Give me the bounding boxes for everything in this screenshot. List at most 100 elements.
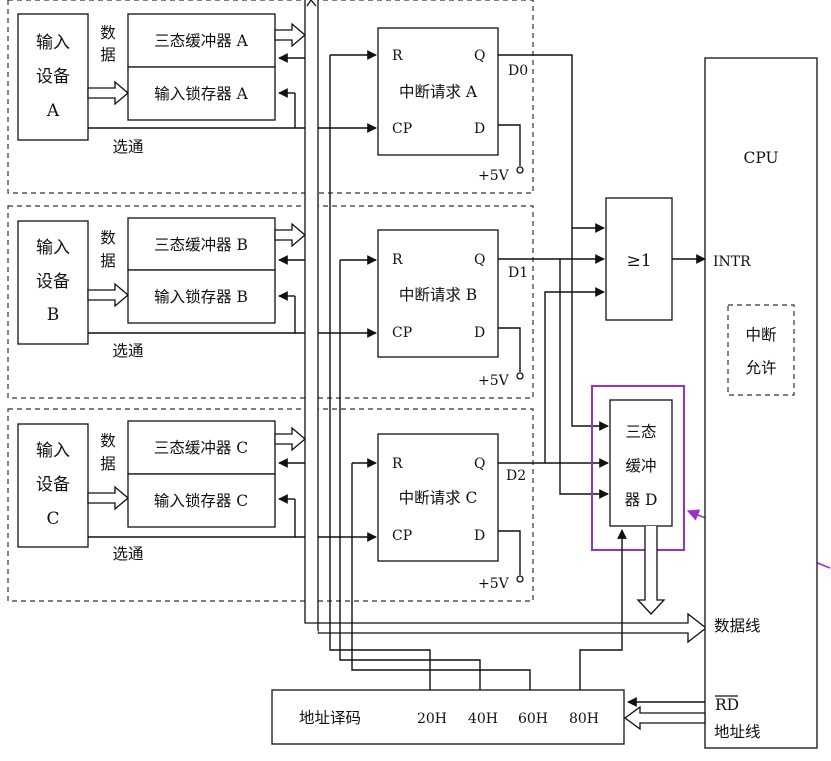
- data-label-c-1: 数: [100, 432, 116, 450]
- tristate-buffer-d: [609, 399, 673, 527]
- tristate-buffer-c: [127, 420, 276, 475]
- strobe-label-a: 选通: [112, 138, 144, 156]
- tristate-buffer-a-label: 三态缓冲器 A: [154, 32, 248, 50]
- decoder-port-40h: 40H: [468, 711, 498, 727]
- input-device-a: [17, 13, 89, 141]
- cpu-rd-label: RD: [715, 696, 739, 714]
- data-label-a-2: 据: [100, 46, 116, 64]
- bus-buffer-c-out: [274, 426, 307, 452]
- input-latch-c: [127, 473, 276, 528]
- cpu-title: CPU: [743, 149, 778, 167]
- address-decoder: [271, 689, 625, 745]
- buffer-d-line3: 器 D: [625, 491, 658, 509]
- bus-buffer-a-out: [274, 22, 307, 48]
- decoder-port-20h: 20H: [417, 711, 447, 727]
- device-b-line2: 设备: [36, 272, 70, 292]
- ff-b-pin-d: D: [474, 325, 485, 341]
- input-latch-b-label: 输入锁存器 B: [154, 288, 248, 306]
- vcc-terminal-a: [516, 166, 524, 174]
- ff-c-label: 中断请求 C: [399, 489, 478, 507]
- tristate-buffer-b: [127, 217, 276, 271]
- wire-decode-80h: [579, 529, 627, 690]
- cpu-data-bus-label: 数据线: [714, 617, 761, 635]
- buffer-d-line1: 三态: [625, 423, 656, 441]
- input-device-b: [17, 220, 89, 345]
- decoder-port-80h: 80H: [569, 711, 599, 727]
- input-device-c: [17, 423, 89, 548]
- vcc-label-a: +5V: [478, 168, 510, 184]
- cpu-addr-bus-label: 地址线: [714, 723, 761, 741]
- interrupt-ff-b: [377, 229, 499, 358]
- bus-top-arrow: [306, 0, 317, 7]
- interrupt-ff-a: [377, 27, 499, 156]
- tristate-buffer-b-label: 三态缓冲器 B: [154, 236, 248, 254]
- ff-b-label: 中断请求 B: [399, 286, 477, 304]
- input-latch-c-label: 输入锁存器 C: [154, 492, 248, 510]
- ff-c-pin-cp: CP: [392, 528, 412, 544]
- ff-b-pin-cp: CP: [392, 325, 412, 341]
- interrupt-enable-box: [727, 304, 795, 396]
- decoder-title: 地址译码: [299, 709, 361, 727]
- strobe-label-b: 选通: [112, 342, 144, 360]
- input-latch-a-label: 输入锁存器 A: [154, 85, 248, 103]
- bus-device-to-latch-b: [87, 282, 130, 308]
- device-a-line3: A: [46, 101, 60, 121]
- vcc-terminal-b: [516, 372, 524, 380]
- buffer-d-highlight: [591, 385, 685, 551]
- device-a-line1: 输入: [36, 33, 70, 53]
- interrupt-ff-c: [377, 433, 499, 562]
- port-label-d1: D1: [508, 265, 528, 281]
- port-label-d2: D2: [506, 468, 526, 484]
- wire-decode-60h: [351, 463, 531, 690]
- cpu-block: [704, 57, 818, 749]
- bus-buffer-d-to-data: [636, 526, 666, 615]
- bus-address-to-decoder: [623, 705, 706, 731]
- ff-a-label: 中断请求 A: [399, 83, 478, 101]
- vcc-label-c: +5V: [478, 576, 510, 592]
- bus-device-to-latch-a: [87, 80, 130, 106]
- or-gate: [605, 197, 673, 321]
- wire-decode-40h: [339, 260, 481, 690]
- tristate-buffer-a: [127, 13, 276, 68]
- cpu-intr-label: INTR: [713, 254, 751, 270]
- panel-b-border: [7, 205, 534, 399]
- wire-q-b-to-buffer-d: [559, 259, 609, 499]
- interrupt-enable-line2: 允许: [745, 359, 776, 377]
- tristate-buffer-c-label: 三态缓冲器 C: [154, 439, 248, 457]
- ff-a-pin-cp: CP: [392, 121, 412, 137]
- device-c-line1: 输入: [36, 441, 70, 461]
- device-a-line2: 设备: [36, 67, 70, 87]
- data-label-c-2: 据: [100, 455, 116, 473]
- wire-d-vcc-c: [498, 530, 521, 575]
- panel-c-border: [7, 408, 534, 602]
- data-label-b-2: 据: [100, 252, 116, 270]
- ff-a-pin-r: R: [392, 48, 403, 64]
- port-label-d0: D0: [508, 63, 528, 79]
- panel-a: 输入 设备 A 数 据 三态缓冲器 A 输入锁存器 A 选通 R Q 中断请求 …: [7, 0, 534, 194]
- data-label-b-1: 数: [100, 229, 116, 247]
- data-label-a-1: 数: [100, 24, 116, 42]
- device-b-line3: B: [47, 305, 60, 325]
- panel-b: 输入 设备 B 数 据 三态缓冲器 B 输入锁存器 B 选通 R Q 中断请求 …: [7, 205, 534, 399]
- wire-d-vcc-a: [498, 124, 521, 166]
- interrupt-enable-line1: 中断: [745, 326, 776, 344]
- ff-c-pin-q: Q: [474, 456, 485, 472]
- or-gate-label: ≥1: [626, 251, 651, 271]
- ff-b-pin-r: R: [392, 252, 403, 268]
- wire-d-vcc-b: [498, 327, 521, 372]
- wire-q-a-to-or: [498, 54, 605, 233]
- ff-b-pin-q: Q: [474, 252, 485, 268]
- vcc-label-b: +5V: [478, 373, 510, 389]
- panel-a-border: [7, 0, 534, 194]
- ff-c-pin-r: R: [392, 456, 403, 472]
- bus-device-to-latch-c: [87, 485, 130, 511]
- strobe-label-c: 选通: [112, 545, 144, 563]
- decoder-port-60h: 60H: [518, 711, 548, 727]
- panel-c: 输入 设备 C 数 据 三态缓冲器 C 输入锁存器 C 选通 R Q 中断请求 …: [7, 408, 534, 602]
- wire-q-c-to-or: [498, 287, 605, 464]
- buffer-d-line2: 缓冲: [625, 457, 656, 475]
- ff-c-pin-d: D: [474, 528, 485, 544]
- device-c-line2: 设备: [36, 475, 70, 495]
